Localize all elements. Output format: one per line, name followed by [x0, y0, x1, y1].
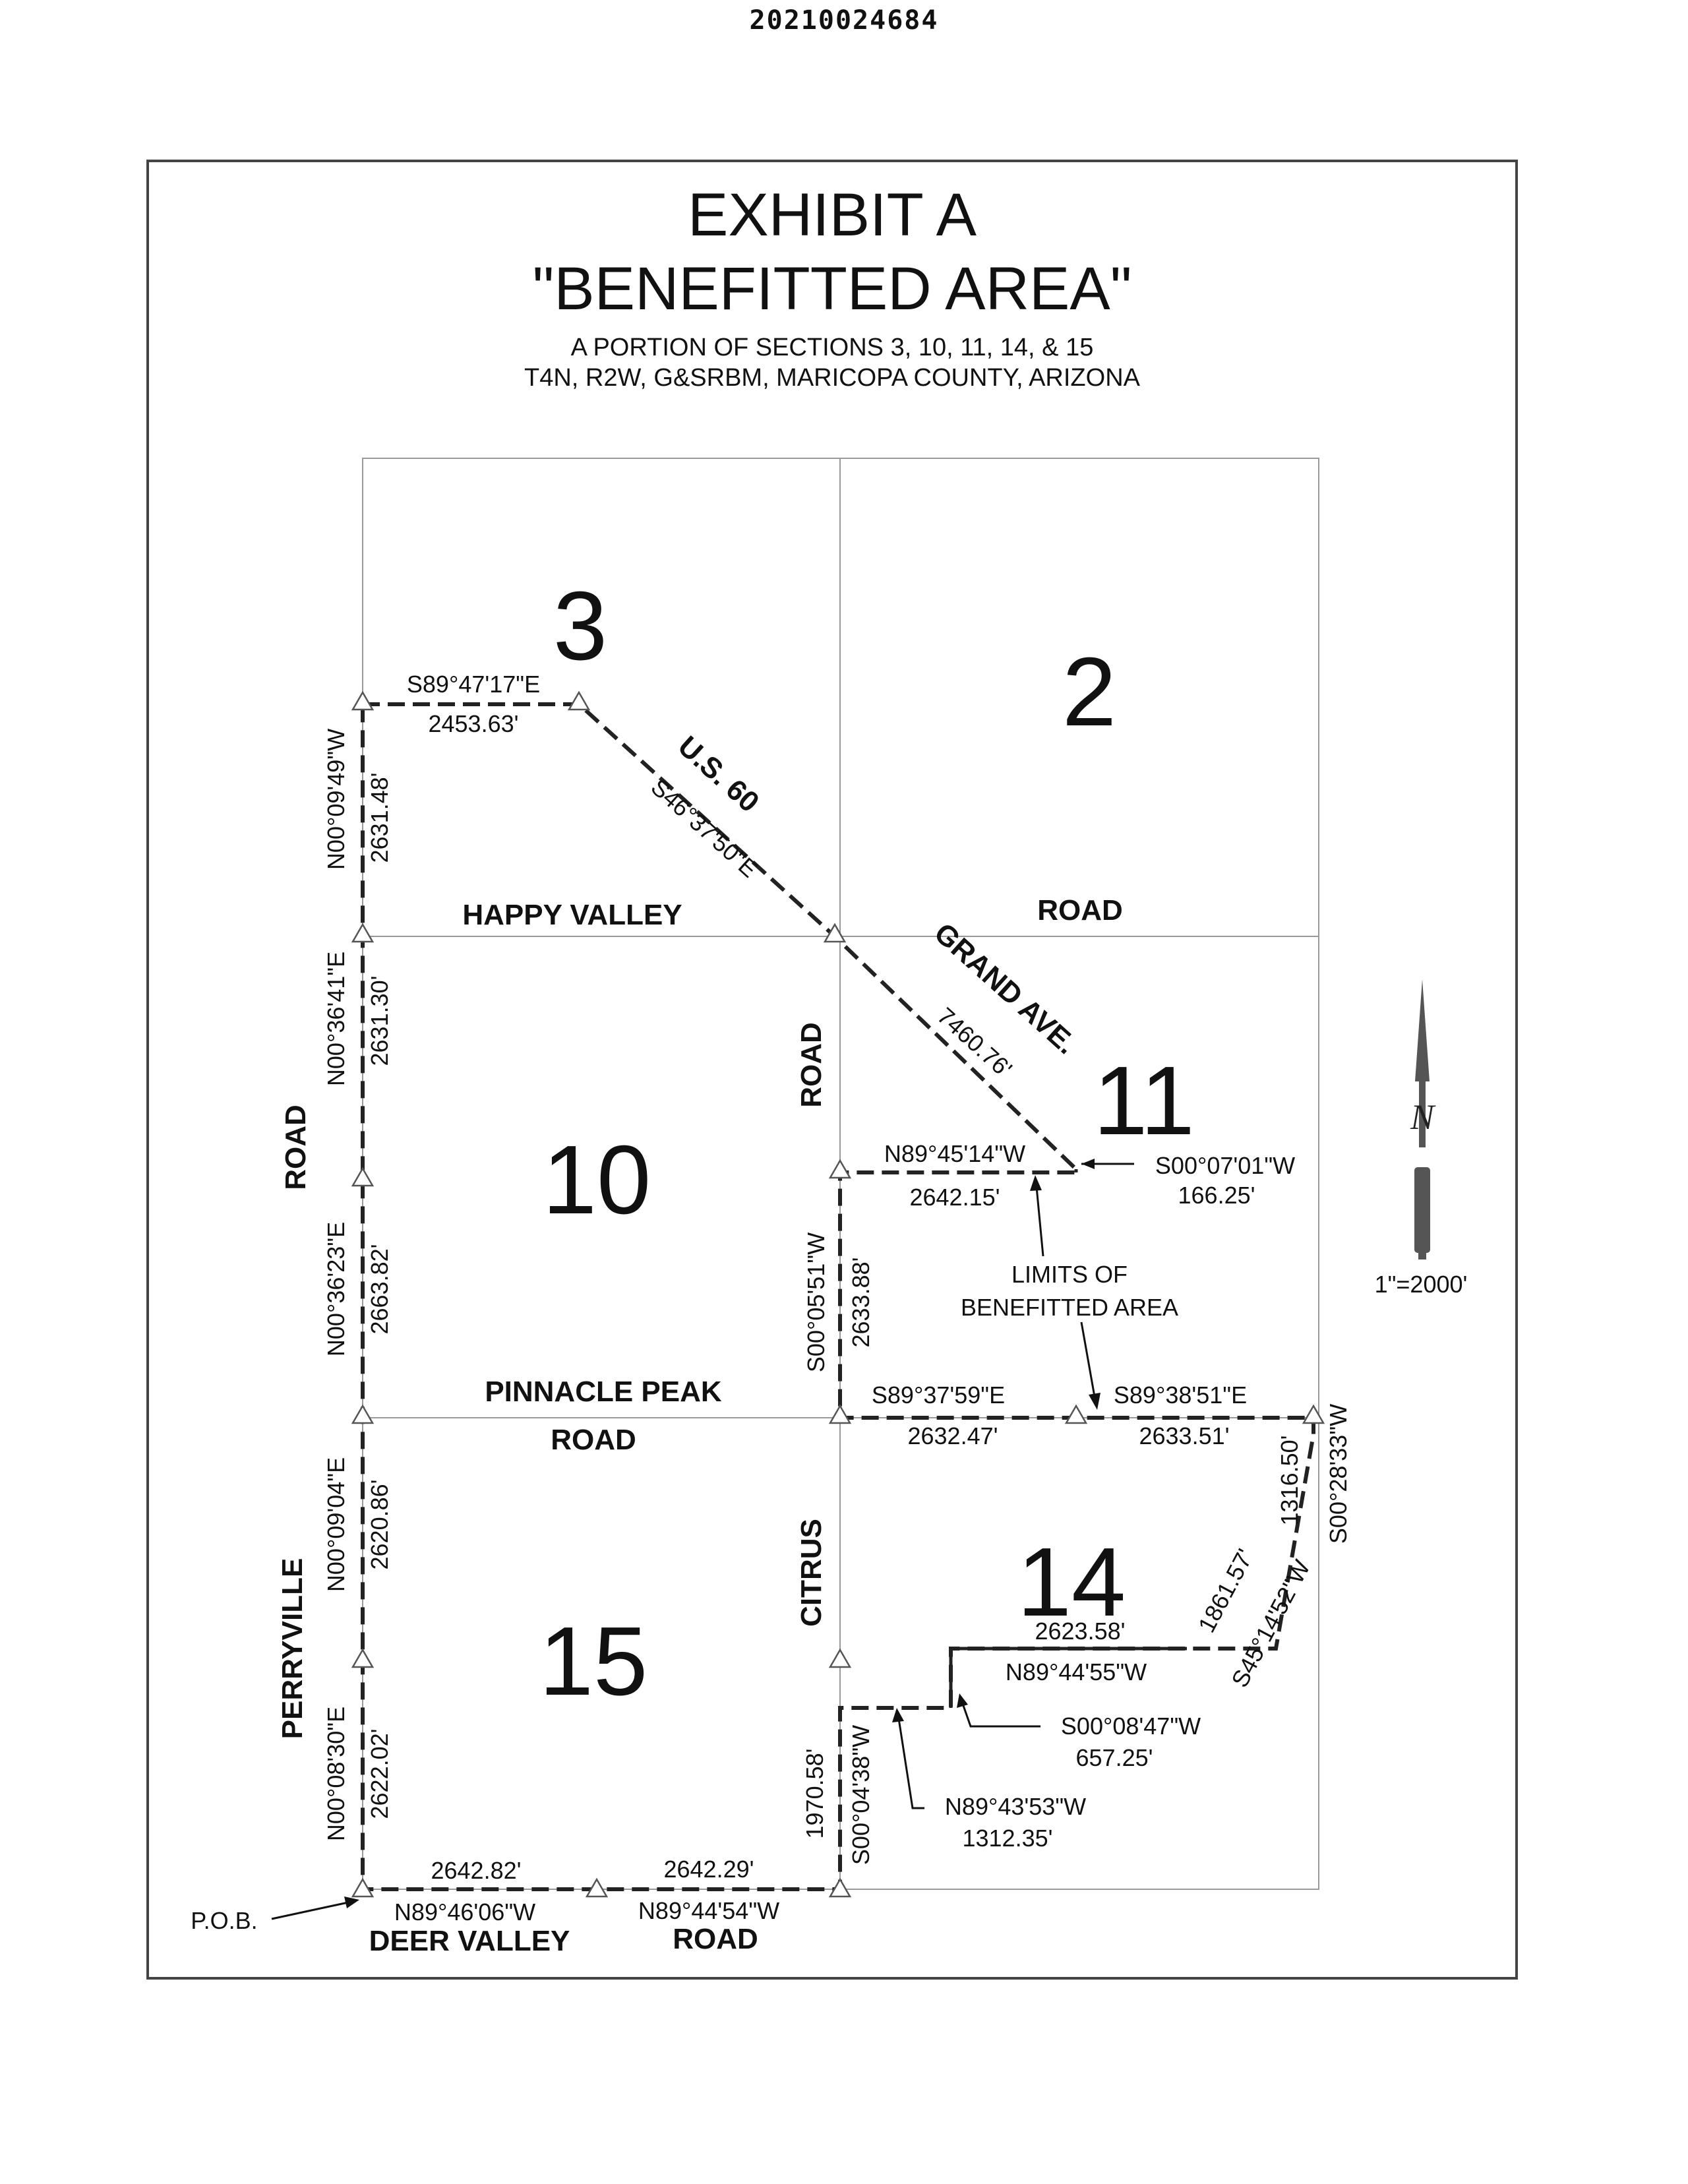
limits-label-line1: LIMITS OF	[1011, 1261, 1128, 1288]
legal-description-line1: A PORTION OF SECTIONS 3, 10, 11, 14, & 1…	[570, 334, 1094, 361]
monument	[351, 690, 375, 711]
monument	[351, 1167, 375, 1187]
monument	[1302, 1404, 1325, 1424]
limits-leader-south	[1080, 1321, 1096, 1397]
monument	[351, 923, 375, 943]
section-14-label: 14	[1017, 1528, 1126, 1637]
exhibit-subtitle: "BENEFITTED AREA"	[532, 255, 1132, 322]
road-deer-valley: DEER VALLEY	[369, 1925, 570, 1957]
pob-arrowhead	[344, 1896, 359, 1908]
course-8-distance: 1316.50'	[1276, 1435, 1303, 1525]
road-pinnacle-road: ROAD	[551, 1424, 636, 1456]
monument	[823, 923, 847, 943]
course-19-distance: 2631.30'	[366, 975, 393, 1066]
benefitted-area-boundary	[361, 702, 1315, 1891]
course-12-arrowhead	[892, 1708, 904, 1722]
course-3-arrowhead	[1081, 1159, 1095, 1169]
course-12-leader	[897, 1714, 924, 1809]
course-16-bearing: N00°08'30"E	[322, 1707, 349, 1841]
pob-leader	[271, 1901, 349, 1920]
course-15-distance: 2642.82'	[431, 1857, 521, 1884]
course-7-distance: 2633.51'	[1139, 1422, 1229, 1449]
recording-number: 20210024684	[749, 5, 939, 36]
monument	[351, 1404, 375, 1424]
course-18-distance: 2663.82'	[366, 1244, 393, 1334]
course-19-bearing: N00°36'41"E	[322, 952, 349, 1086]
course-17-bearing: N00°09'04"E	[322, 1457, 349, 1592]
monument	[828, 1159, 852, 1179]
monument	[828, 1404, 852, 1424]
road-pinnacle-peak: PINNACLE PEAK	[485, 1376, 722, 1408]
monument	[1064, 1404, 1088, 1424]
course-1-bearing: S89°47'17"E	[407, 671, 540, 698]
road-perryville: PERRYVILLE	[276, 1558, 309, 1740]
section-10-label: 10	[543, 1126, 651, 1234]
section-15-label: 15	[539, 1607, 648, 1716]
road-label-sec2: ROAD	[1037, 894, 1123, 926]
limits-arrowhead-north	[1030, 1175, 1042, 1191]
course-11-distance: 657.25'	[1076, 1744, 1153, 1771]
course-20-distance: 2631.48'	[366, 772, 393, 863]
road-happy-valley: HAPPY VALLEY	[462, 899, 682, 931]
course-3-distance: 166.25'	[1178, 1182, 1255, 1209]
monument	[828, 1877, 852, 1898]
course-10-bearing: N89°44'55"W	[1006, 1658, 1147, 1685]
course-5-distance: 2633.88'	[847, 1257, 874, 1347]
monument	[351, 1648, 375, 1668]
course-4-bearing: N89°45'14"W	[884, 1140, 1025, 1167]
north-letter: N	[1410, 1097, 1436, 1137]
course-1-distance: 2453.63'	[428, 710, 518, 737]
monument	[585, 1877, 609, 1898]
boundary-solid-segments	[949, 1169, 1187, 1708]
course-11-leader	[960, 1699, 1040, 1728]
course-14-distance: 2642.29'	[663, 1856, 754, 1883]
course-6-bearing: S89°37'59"E	[872, 1381, 1005, 1409]
course-14-bearing: N89°44'54"W	[638, 1897, 779, 1924]
monuments	[351, 690, 1325, 1898]
section-2-label: 2	[1062, 638, 1116, 746]
exhibit-frame	[146, 160, 1518, 1980]
course-4-distance: 2642.15'	[909, 1184, 1000, 1211]
monument	[351, 1877, 375, 1898]
limits-label-line2: BENEFITTED AREA	[961, 1294, 1178, 1321]
course-12-distance: 1312.35'	[962, 1825, 1052, 1852]
pob-label: P.O.B.	[191, 1907, 257, 1934]
course-12-bearing: N89°43'53"W	[945, 1793, 1086, 1820]
course-3-bearing: S00°07'01"W	[1155, 1152, 1295, 1179]
road-label-west: ROAD	[280, 1105, 312, 1190]
road-citrus: CITRUS	[795, 1519, 828, 1627]
boundary-line	[361, 702, 1315, 1891]
legal-description-line2: T4N, R2W, G&SRBM, MARICOPA COUNTY, ARIZO…	[524, 364, 1140, 392]
course-18-bearing: N00°36'23"E	[322, 1222, 349, 1356]
course-17-distance: 2620.86'	[366, 1479, 393, 1569]
road-deer-road: ROAD	[673, 1923, 758, 1955]
exhibit-title: EXHIBIT A	[687, 181, 977, 249]
course-15-bearing: N89°46'06"W	[394, 1898, 535, 1926]
limits-arrowhead-south	[1089, 1393, 1100, 1410]
course-7-bearing: S89°38'51"E	[1114, 1381, 1247, 1409]
course-8-bearing: S00°28'33"W	[1325, 1404, 1352, 1544]
course-11-bearing: S00°08'47"W	[1061, 1713, 1201, 1740]
title-block: EXHIBIT A "BENEFITTED AREA" A PORTION OF…	[146, 178, 1518, 393]
monument	[828, 1648, 852, 1668]
monument	[567, 690, 591, 711]
course-10-distance: 2623.58'	[1035, 1618, 1125, 1645]
limits-leader-north	[1035, 1186, 1044, 1257]
north-arrow-icon: N	[1410, 979, 1436, 1259]
course-16-distance: 2622.02'	[366, 1728, 393, 1819]
course-13-bearing: S00°04'38"W	[847, 1725, 874, 1865]
road-label-mid: ROAD	[795, 1022, 828, 1108]
scale-label: 1"=2000'	[1375, 1271, 1468, 1298]
course-13-distance: 1970.58'	[801, 1748, 828, 1838]
course-11-arrowhead	[957, 1693, 968, 1708]
section-11-label: 11	[1093, 1046, 1195, 1155]
course-5-bearing: S00°05'51"W	[802, 1232, 829, 1372]
course-9-distance: 1861.57'	[1193, 1544, 1259, 1637]
course-20-bearing: N00°09'49"W	[322, 729, 349, 870]
course-6-distance: 2632.47'	[907, 1422, 998, 1449]
section-3-label: 3	[553, 572, 607, 681]
